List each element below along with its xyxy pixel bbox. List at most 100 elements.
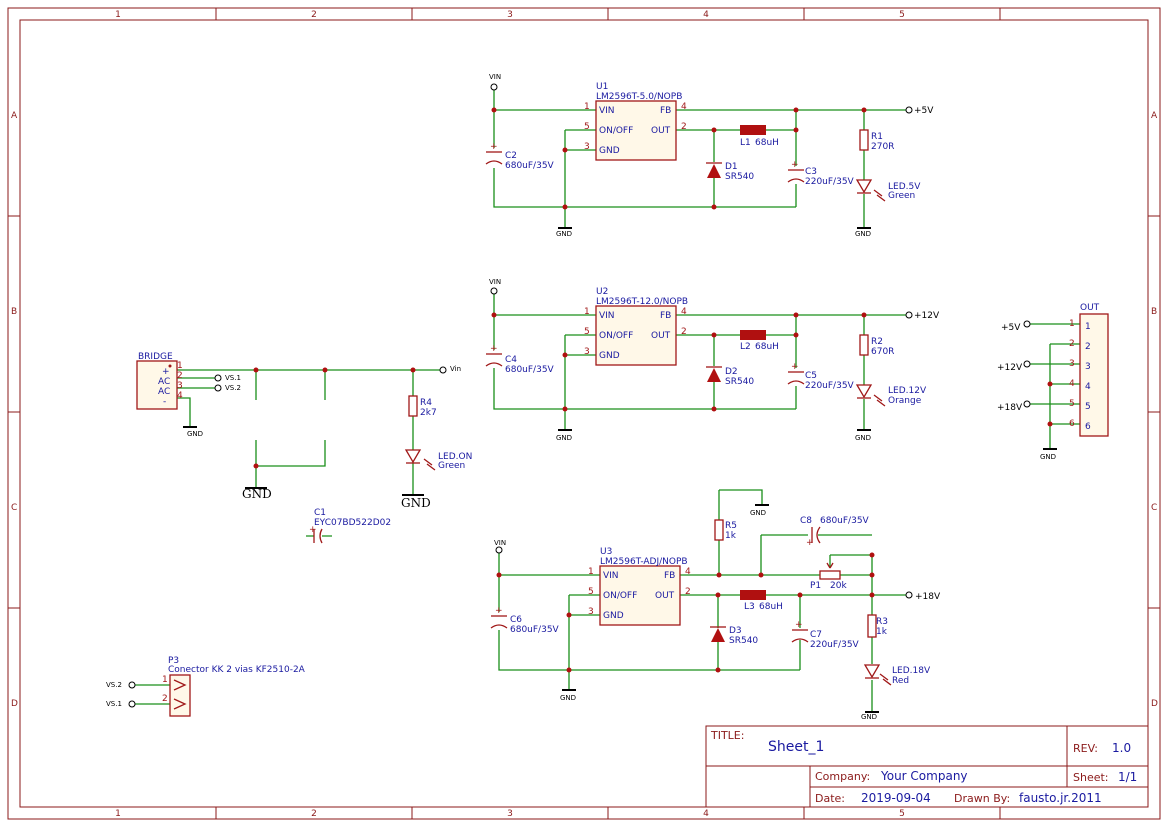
schematic-text: L2 [740,342,751,352]
schematic-text: 680uF/35V [820,516,870,526]
capacitor-c8: + C8 680uF/35V [800,516,870,548]
schematic-text: 6 [1069,419,1075,429]
row-label-c: C [11,503,17,513]
schematic-text: + [309,525,317,535]
schematic-text: ON/OFF [599,331,633,341]
schematic-text: 1 [1069,319,1075,329]
schematic-text: LM2596T-12.0/NOPB [596,297,688,307]
schematic-text: 5 [584,122,590,132]
vin-small-label: Vin [450,365,461,373]
row-label-d: D [11,699,18,709]
schematic-text: VIN [599,106,615,116]
gnd-label-u1: GND [556,230,572,238]
schematic-text: Orange [888,396,922,406]
schematic-text: 3 [1069,359,1075,369]
schematic-text: 2 [1069,339,1075,349]
gnd-label-r5: GND [750,509,766,517]
schematic-text: GND [599,146,620,156]
vs2-label: VS.2 [225,384,241,392]
p3-vs2-terminal [128,681,136,689]
row-label-a-right: A [1151,111,1158,121]
schematic-text: P3 [168,656,179,666]
col-label-3-bottom: 3 [507,809,513,819]
schematic-text: 68uH [755,138,779,148]
schematic-text: AC [158,377,170,387]
schematic-text: 1 [588,567,594,577]
schematic-text: LM2596T-ADJ/NOPB [600,557,688,567]
schematic-text: R2 [871,337,883,347]
schematic-text: LED.12V [888,386,927,396]
vs1-label: VS.1 [225,374,241,382]
diode-d2: D2 SR540 [706,366,754,387]
schematic-text: C5 [805,371,817,381]
schematic-text: VIN [599,311,615,321]
col-label-4-bottom: 4 [703,809,709,819]
frame-column-labels: 1 2 3 4 5 1 2 3 4 5 [115,10,905,819]
schematic-text: EYC07BD522D02 [314,518,391,528]
schematic-text: Conector KK 2 vias KF2510-2A [168,665,306,675]
capacitor-c1: + C1 EYC07BD522D02 [306,508,391,544]
schematic-text: VIN [603,571,619,581]
capacitor-c3: + C3 220uF/35V [787,160,855,187]
schematic-text: SR540 [729,636,758,646]
row-label-c-right: C [1151,503,1157,513]
schematic-text: 670R [871,347,894,357]
frame-row-labels: A B C D A B C D [11,111,1158,709]
resistor-r4: R4 2k7 [408,395,437,418]
led-18v: LED.18V Red [863,664,931,686]
gnd-label-led18: GND [861,713,877,721]
company-value: Your Company [880,769,968,783]
schematic-text: FB [664,571,675,581]
p3-vs1-label: VS.1 [106,700,122,708]
capacitor-c4: + C4 680uF/35V [485,344,555,375]
schematic-text: L1 [740,138,751,148]
schematic-text: P1 [810,581,821,591]
schematic-text: 5 [1085,402,1091,412]
out-connector-ref: OUT [1080,303,1100,313]
rev-label: REV: [1073,742,1098,755]
col-label-3: 3 [507,10,513,20]
schematic-text: OUT [651,331,671,341]
schematic-text: C4 [505,355,517,365]
schematic-text: 1k [876,627,888,637]
schematic-text: 4 [1085,382,1091,392]
p5v-terminal [905,106,913,114]
schematic-text: 3 [584,142,590,152]
col-label-4: 4 [703,10,709,20]
schematic-text: LM2596T-5.0/NOPB [596,92,682,102]
col-label-5-bottom: 5 [899,809,905,819]
out-p12v-label: +12V [997,363,1023,373]
schematic-text: LED.5V [888,182,921,192]
schematic-text: 3 [588,607,594,617]
schematic-text: C3 [805,167,817,177]
schematic-text: 5 [1069,399,1075,409]
schematic-text: 2 [177,371,183,381]
drawn-by-value: fausto.jr.2011 [1019,791,1102,805]
schematic-text: 1 [177,361,183,371]
schematic-text: 1k [725,531,737,541]
gnd-label-filter: GND [242,487,272,501]
vin-label-3: VIN [494,539,506,547]
schematic-text: LED.ON [438,452,472,462]
bridge-input-section: BRIDGE + AC AC - 1 2 3 4 VS.1 VS.2 GND V… [136,352,472,510]
gnd-label-u3: GND [560,694,576,702]
schematic-text: 4 [177,391,183,401]
schematic-text: FB [660,311,671,321]
diode-d1: D1 SR540 [706,162,754,182]
resistor-r2: R2 670R [859,334,894,357]
p12v-label: +12V [914,311,940,321]
col-label-1: 1 [115,10,121,20]
schematic-text: ON/OFF [599,126,633,136]
inductor-l1: L1 68uH [740,125,779,148]
schematic-text: 1 [584,307,590,317]
schematic-text: C2 [505,151,517,161]
bridge-rectifier: BRIDGE + AC AC - 1 2 3 4 [136,352,183,410]
regulator-12v-section: VIN + C4 680uF/35V U2 LM2596T-12.0/NOPB … [485,278,940,442]
schematic-text: 68uH [759,602,783,612]
schematic-text: + [490,344,498,354]
schematic-text: GND [599,351,620,361]
schematic-text: 270R [871,142,894,152]
vs1-terminal [214,374,222,382]
schematic-text: C8 [800,516,812,526]
